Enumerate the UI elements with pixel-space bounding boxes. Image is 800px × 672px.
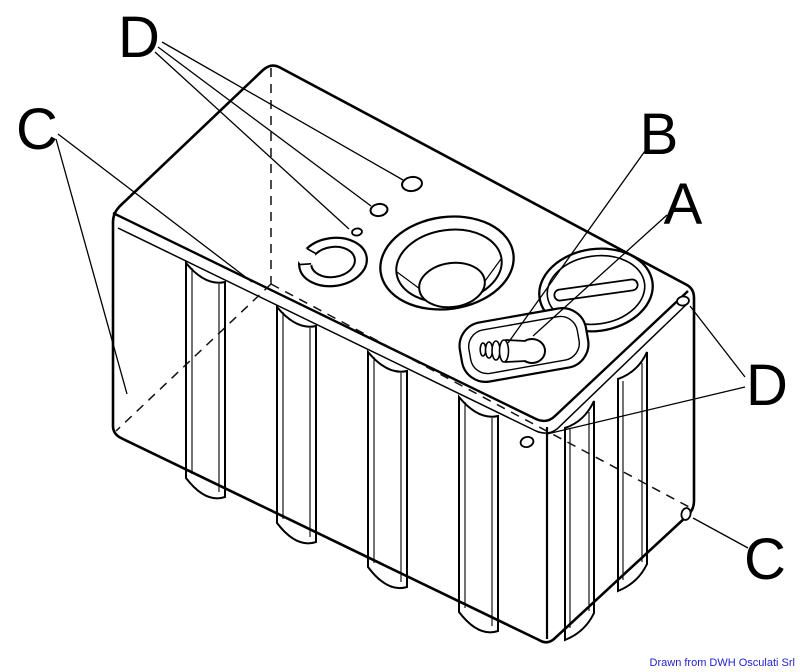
recess-inner-rim xyxy=(468,315,580,375)
watermark-credit: Drawn from DWH Osculati Srl xyxy=(650,657,795,669)
ring-end-cap xyxy=(299,263,312,266)
tank-silhouette xyxy=(111,64,696,644)
callout-a-label: A xyxy=(664,172,703,237)
fitting-tube-edge xyxy=(504,360,527,363)
leader-a xyxy=(532,214,668,337)
rib-groove xyxy=(367,349,408,589)
inspection-opening xyxy=(379,215,515,311)
top-edge-inner-line xyxy=(117,227,689,434)
callout-d-top-label: D xyxy=(118,5,160,70)
locking-ring xyxy=(297,236,368,288)
leader-c-bottom xyxy=(692,517,749,549)
top-front-edge xyxy=(112,211,689,423)
rib-groove xyxy=(458,394,499,634)
leader-d-right xyxy=(689,305,746,378)
leader-d-top xyxy=(161,41,404,181)
well-bottom xyxy=(418,261,486,309)
rib-groove xyxy=(185,260,226,500)
leader-d-top xyxy=(157,46,372,207)
rib-groove xyxy=(276,304,317,545)
tank-body xyxy=(111,64,696,644)
rib-inner-lines xyxy=(191,268,493,626)
fitting-tube xyxy=(505,340,526,362)
leader-d-right xyxy=(546,386,746,435)
well-wall-left xyxy=(396,271,421,290)
corner-insert-front-right xyxy=(519,435,535,449)
corner-inserts xyxy=(519,295,692,521)
barb-ring xyxy=(498,339,510,363)
corner-insert-top-right xyxy=(676,295,690,307)
top-hole-small xyxy=(351,227,363,237)
ring-end-cap xyxy=(306,247,317,255)
front-ribs xyxy=(185,260,499,634)
well-wall-right xyxy=(484,258,502,282)
leader-d-top xyxy=(154,51,350,230)
leader-b xyxy=(507,150,646,344)
callout-c-bottom-label: C xyxy=(744,527,786,592)
rib-inner-lines xyxy=(569,363,643,628)
top-holes xyxy=(351,175,423,237)
top-hole-large xyxy=(401,175,423,193)
callout-c-left-label: C xyxy=(16,97,58,162)
cap-slot xyxy=(553,278,639,302)
ring-gap xyxy=(297,248,316,267)
top-hole-medium xyxy=(369,202,389,218)
rib-groove xyxy=(617,351,648,593)
corner-insert-bottom-right xyxy=(680,507,692,521)
side-ribs xyxy=(564,351,648,642)
fitting-tube-edge xyxy=(504,339,527,342)
hidden-bottom-left-edge xyxy=(115,283,272,432)
hose-fitting xyxy=(479,338,546,364)
leader-c-left xyxy=(57,133,253,283)
callout-d-right-label: D xyxy=(746,353,788,418)
leader-lines xyxy=(55,41,749,549)
rib-groove xyxy=(564,400,595,642)
leader-c-left xyxy=(55,138,128,395)
callout-b-label: B xyxy=(640,102,679,167)
